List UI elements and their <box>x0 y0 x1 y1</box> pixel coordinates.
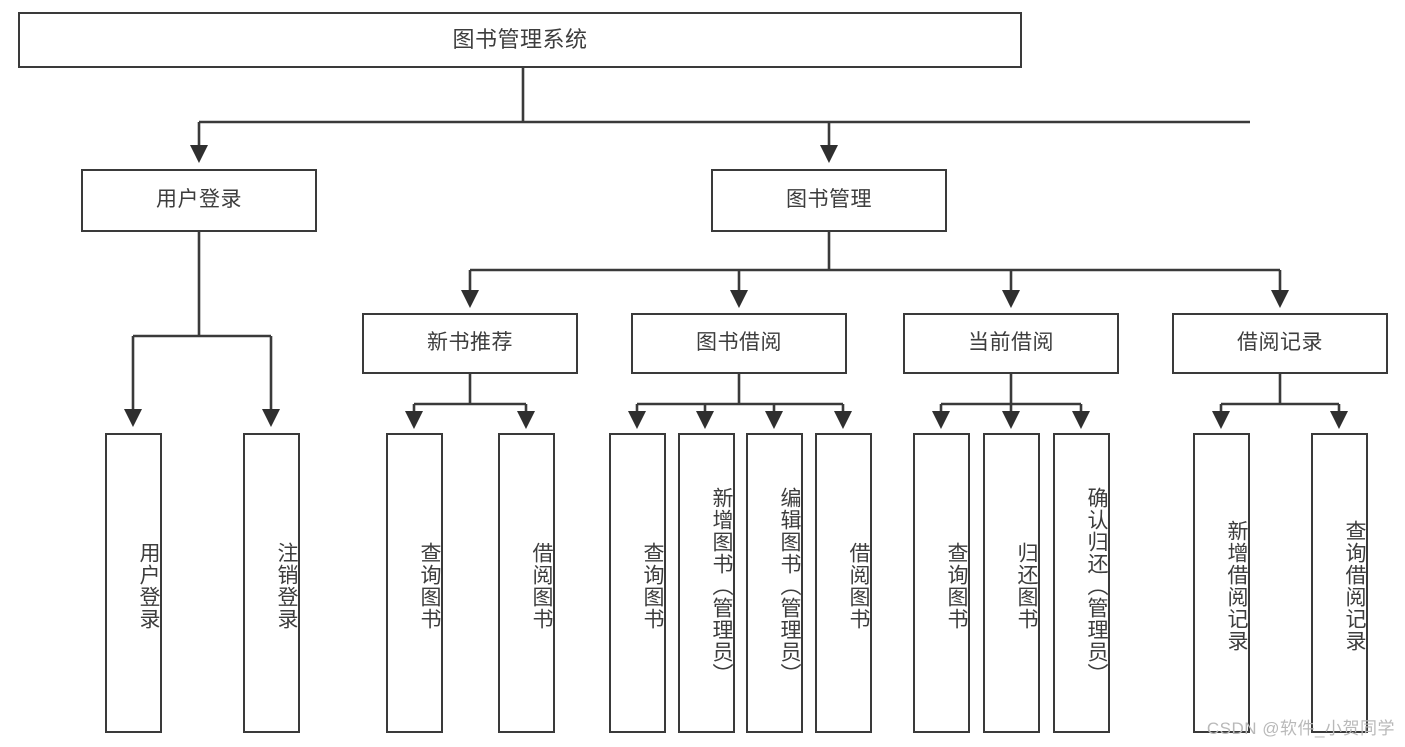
node-label: 图书借阅 <box>696 331 782 355</box>
leaf-current-return-book[interactable]: 归还图书 <box>983 433 1040 733</box>
node-label: 图书管理系统 <box>452 27 588 53</box>
leaf-borrow-add-book-admin[interactable]: 新增图书（管理员） <box>678 433 735 733</box>
node-label: 确认归还（管理员） <box>1085 487 1108 685</box>
node-label: 归还图书 <box>1015 542 1038 630</box>
leaf-current-query-book[interactable]: 查询图书 <box>913 433 970 733</box>
node-label: 查询图书 <box>945 542 968 630</box>
node-label: 查询图书 <box>418 542 441 630</box>
leaf-record-add-record[interactable]: 新增借阅记录 <box>1193 433 1250 733</box>
node-user-login[interactable]: 用户登录 <box>81 169 317 232</box>
node-book-management[interactable]: 图书管理 <box>711 169 947 232</box>
leaf-current-confirm-return-admin[interactable]: 确认归还（管理员） <box>1053 433 1110 733</box>
node-book-borrow[interactable]: 图书借阅 <box>631 313 847 374</box>
node-label: 借阅记录 <box>1237 331 1323 355</box>
node-label: 借阅图书 <box>847 542 870 630</box>
leaf-borrow-query-book[interactable]: 查询图书 <box>609 433 666 733</box>
node-label: 查询图书 <box>641 542 664 630</box>
node-new-book-recommend[interactable]: 新书推荐 <box>362 313 578 374</box>
leaf-record-query-record[interactable]: 查询借阅记录 <box>1311 433 1368 733</box>
node-borrow-record[interactable]: 借阅记录 <box>1172 313 1388 374</box>
leaf-newbook-query-book[interactable]: 查询图书 <box>386 433 443 733</box>
node-label: 注销登录 <box>275 542 298 630</box>
node-label: 查询借阅记录 <box>1343 520 1366 652</box>
node-label: 新增借阅记录 <box>1225 520 1248 652</box>
node-root-system[interactable]: 图书管理系统 <box>18 12 1022 68</box>
csdn-watermark: CSDN @软件_小贺同学 <box>1206 719 1395 738</box>
leaf-user-logout[interactable]: 注销登录 <box>243 433 300 733</box>
node-label: 编辑图书（管理员） <box>778 487 801 685</box>
node-label: 新书推荐 <box>427 331 513 355</box>
node-label: 用户登录 <box>156 188 242 212</box>
node-label: 借阅图书 <box>530 542 553 630</box>
node-label: 用户登录 <box>137 542 160 630</box>
leaf-newbook-borrow-book[interactable]: 借阅图书 <box>498 433 555 733</box>
leaf-borrow-borrow-book[interactable]: 借阅图书 <box>815 433 872 733</box>
node-label: 当前借阅 <box>968 331 1054 355</box>
node-label: 图书管理 <box>786 188 872 212</box>
node-label: 新增图书（管理员） <box>710 487 733 685</box>
node-current-borrow[interactable]: 当前借阅 <box>903 313 1119 374</box>
leaf-user-login[interactable]: 用户登录 <box>105 433 162 733</box>
leaf-borrow-edit-book-admin[interactable]: 编辑图书（管理员） <box>746 433 803 733</box>
